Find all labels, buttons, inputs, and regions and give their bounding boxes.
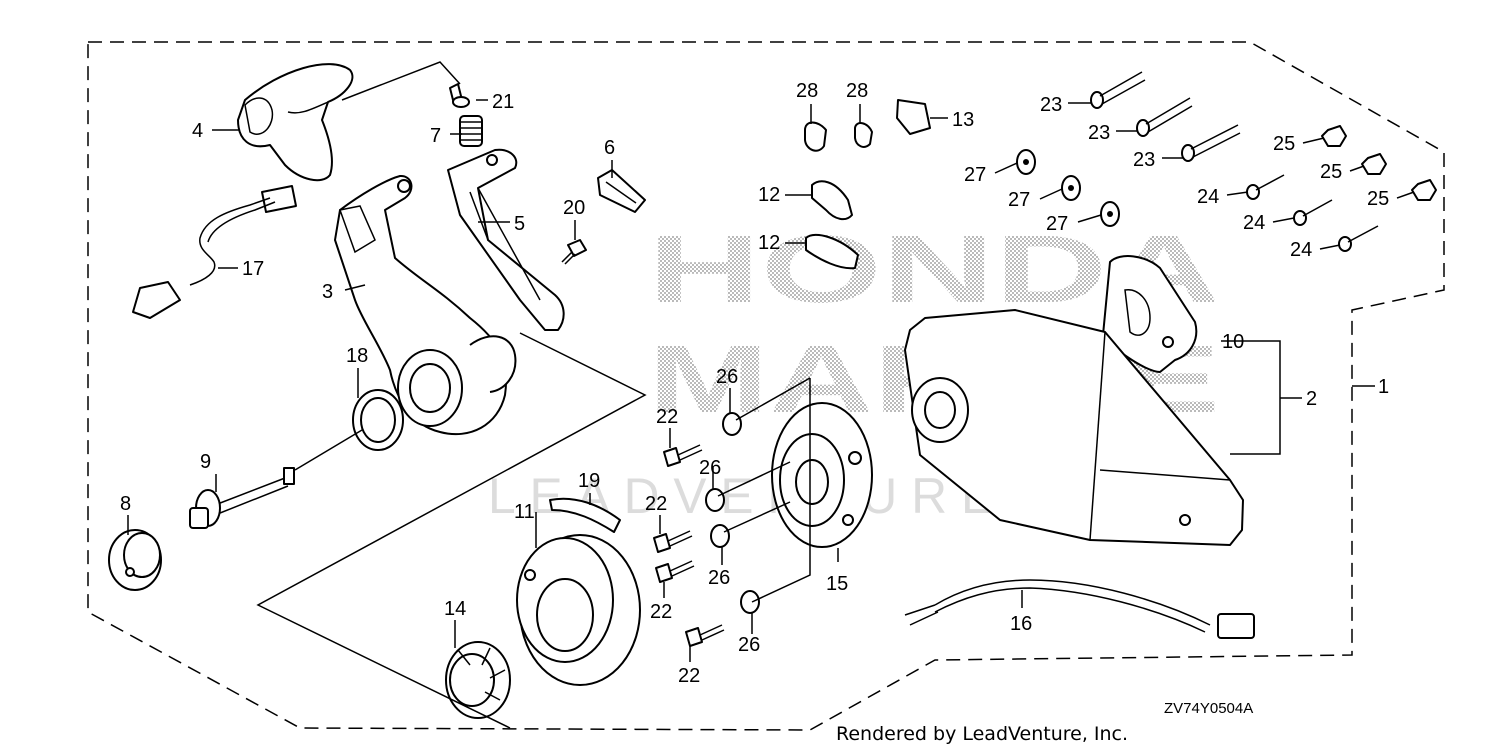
part-lever-body <box>334 175 517 436</box>
callout-27-a[interactable]: 27 <box>964 164 986 186</box>
callout-24-b[interactable]: 24 <box>1243 212 1265 234</box>
part-clip-13 <box>896 99 931 135</box>
part-seal-strip <box>549 497 621 533</box>
part-handle-grip <box>237 63 354 182</box>
callout-18[interactable]: 18 <box>346 345 368 367</box>
callout-22-d[interactable]: 22 <box>678 665 700 687</box>
callout-10[interactable]: 10 <box>1222 331 1244 353</box>
part-neutral-lever <box>447 148 565 331</box>
part-washers-27 <box>1016 149 1120 227</box>
callout-25-b[interactable]: 25 <box>1320 161 1342 183</box>
part-links-12 <box>805 180 859 270</box>
callout-28-a[interactable]: 28 <box>796 80 818 102</box>
callout-5[interactable]: 5 <box>514 213 525 235</box>
part-o-ring <box>352 389 404 451</box>
leader-lines <box>127 61 1415 662</box>
part-clip-6 <box>597 169 646 213</box>
callout-22-b[interactable]: 22 <box>645 493 667 515</box>
part-shaft <box>189 467 295 529</box>
assembly-boundary <box>87 41 1445 731</box>
callout-4[interactable]: 4 <box>192 120 203 142</box>
part-nuts-25 <box>1321 125 1437 201</box>
callout-7[interactable]: 7 <box>430 125 441 147</box>
callout-23-c[interactable]: 23 <box>1133 149 1155 171</box>
part-control-box <box>904 309 1244 546</box>
part-bolts-23 <box>1090 71 1241 162</box>
watermark-leadventure: LEADVENTURE <box>488 468 1008 524</box>
part-nuts-26 <box>705 412 760 614</box>
part-wire-harness <box>132 185 297 319</box>
part-cap <box>108 529 162 591</box>
part-bearing <box>445 641 511 719</box>
part-detent-plate <box>771 402 873 548</box>
callout-28-b[interactable]: 28 <box>846 80 868 102</box>
part-spring <box>459 115 483 147</box>
callout-12-upper[interactable]: 12 <box>758 184 780 206</box>
callout-26-d[interactable]: 26 <box>738 634 760 656</box>
part-screw-21 <box>449 83 470 108</box>
callout-9[interactable]: 9 <box>200 451 211 473</box>
callout-27-c[interactable]: 27 <box>1046 213 1068 235</box>
callout-24-a[interactable]: 24 <box>1197 186 1219 208</box>
part-e-clips <box>804 121 873 152</box>
callout-labels: 1 2 3 4 5 6 7 8 9 10 11 12 12 13 14 15 1… <box>120 80 1389 687</box>
callout-19[interactable]: 19 <box>578 470 600 492</box>
callout-6[interactable]: 6 <box>604 137 615 159</box>
callout-16[interactable]: 16 <box>1010 613 1032 635</box>
callout-1[interactable]: 1 <box>1378 376 1389 398</box>
callout-22-a[interactable]: 22 <box>656 406 678 428</box>
part-screw-20 <box>561 239 587 265</box>
callout-15[interactable]: 15 <box>826 573 848 595</box>
part-gasket-plate <box>1102 255 1198 373</box>
callout-13[interactable]: 13 <box>952 109 974 131</box>
callout-8[interactable]: 8 <box>120 493 131 515</box>
callout-14[interactable]: 14 <box>444 598 466 620</box>
callout-25-a[interactable]: 25 <box>1273 133 1295 155</box>
part-screws-24 <box>1246 174 1379 252</box>
part-screws-22 <box>653 444 725 647</box>
callout-11[interactable]: 11 <box>514 501 535 523</box>
callout-23-b[interactable]: 23 <box>1088 122 1110 144</box>
callout-21[interactable]: 21 <box>492 91 514 113</box>
callout-25-c[interactable]: 25 <box>1367 188 1389 210</box>
callout-23-a[interactable]: 23 <box>1040 94 1062 116</box>
callout-17[interactable]: 17 <box>242 258 264 280</box>
footer-credit: Rendered by LeadVenture, Inc. <box>836 723 1128 745</box>
callout-2[interactable]: 2 <box>1306 388 1317 410</box>
callout-24-c[interactable]: 24 <box>1290 239 1312 261</box>
callout-22-c[interactable]: 22 <box>650 601 672 623</box>
callout-26-c[interactable]: 26 <box>708 567 730 589</box>
guide-line-1 <box>256 332 647 729</box>
part-friction-drum <box>516 534 641 686</box>
drawing-code: ZV74Y0504A <box>1164 700 1253 717</box>
callout-26-a[interactable]: 26 <box>716 366 738 388</box>
part-cable <box>904 579 1255 639</box>
callout-3[interactable]: 3 <box>322 281 333 303</box>
callout-20[interactable]: 20 <box>563 197 585 219</box>
callout-12-lower[interactable]: 12 <box>758 232 780 254</box>
callout-27-b[interactable]: 27 <box>1008 189 1030 211</box>
callout-26-b[interactable]: 26 <box>699 457 721 479</box>
